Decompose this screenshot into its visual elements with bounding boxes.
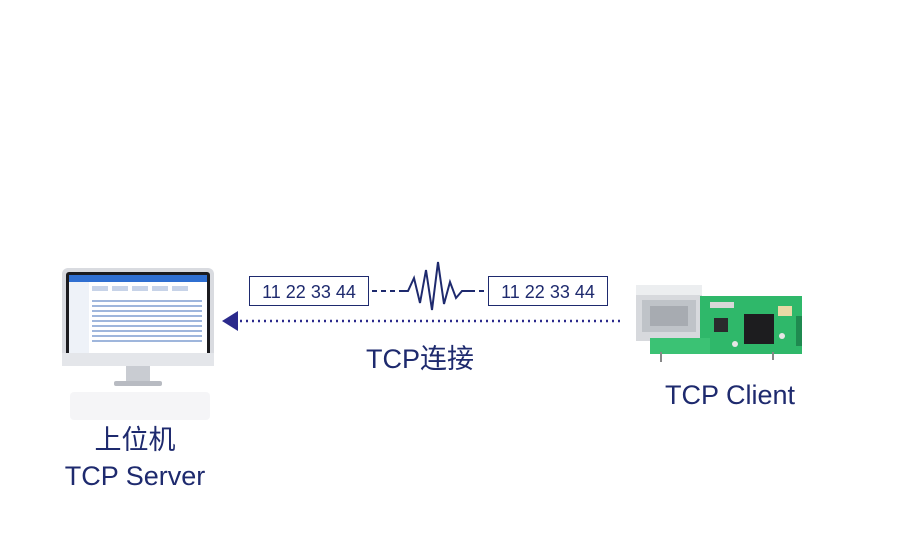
packet-box-left: 11 22 33 44: [249, 276, 369, 306]
connection-label: TCP连接: [366, 344, 474, 374]
server-label: TCP Server: [64, 461, 206, 491]
pcb-board-icon: [636, 285, 802, 362]
host-label: 上位机: [94, 425, 176, 455]
signal-wave-icon: [372, 261, 488, 311]
client-label: TCP Client: [664, 380, 796, 410]
packet-box-right: 11 22 33 44: [488, 276, 608, 306]
arrow-head-icon: [222, 311, 238, 331]
monitor-icon: [62, 268, 214, 420]
